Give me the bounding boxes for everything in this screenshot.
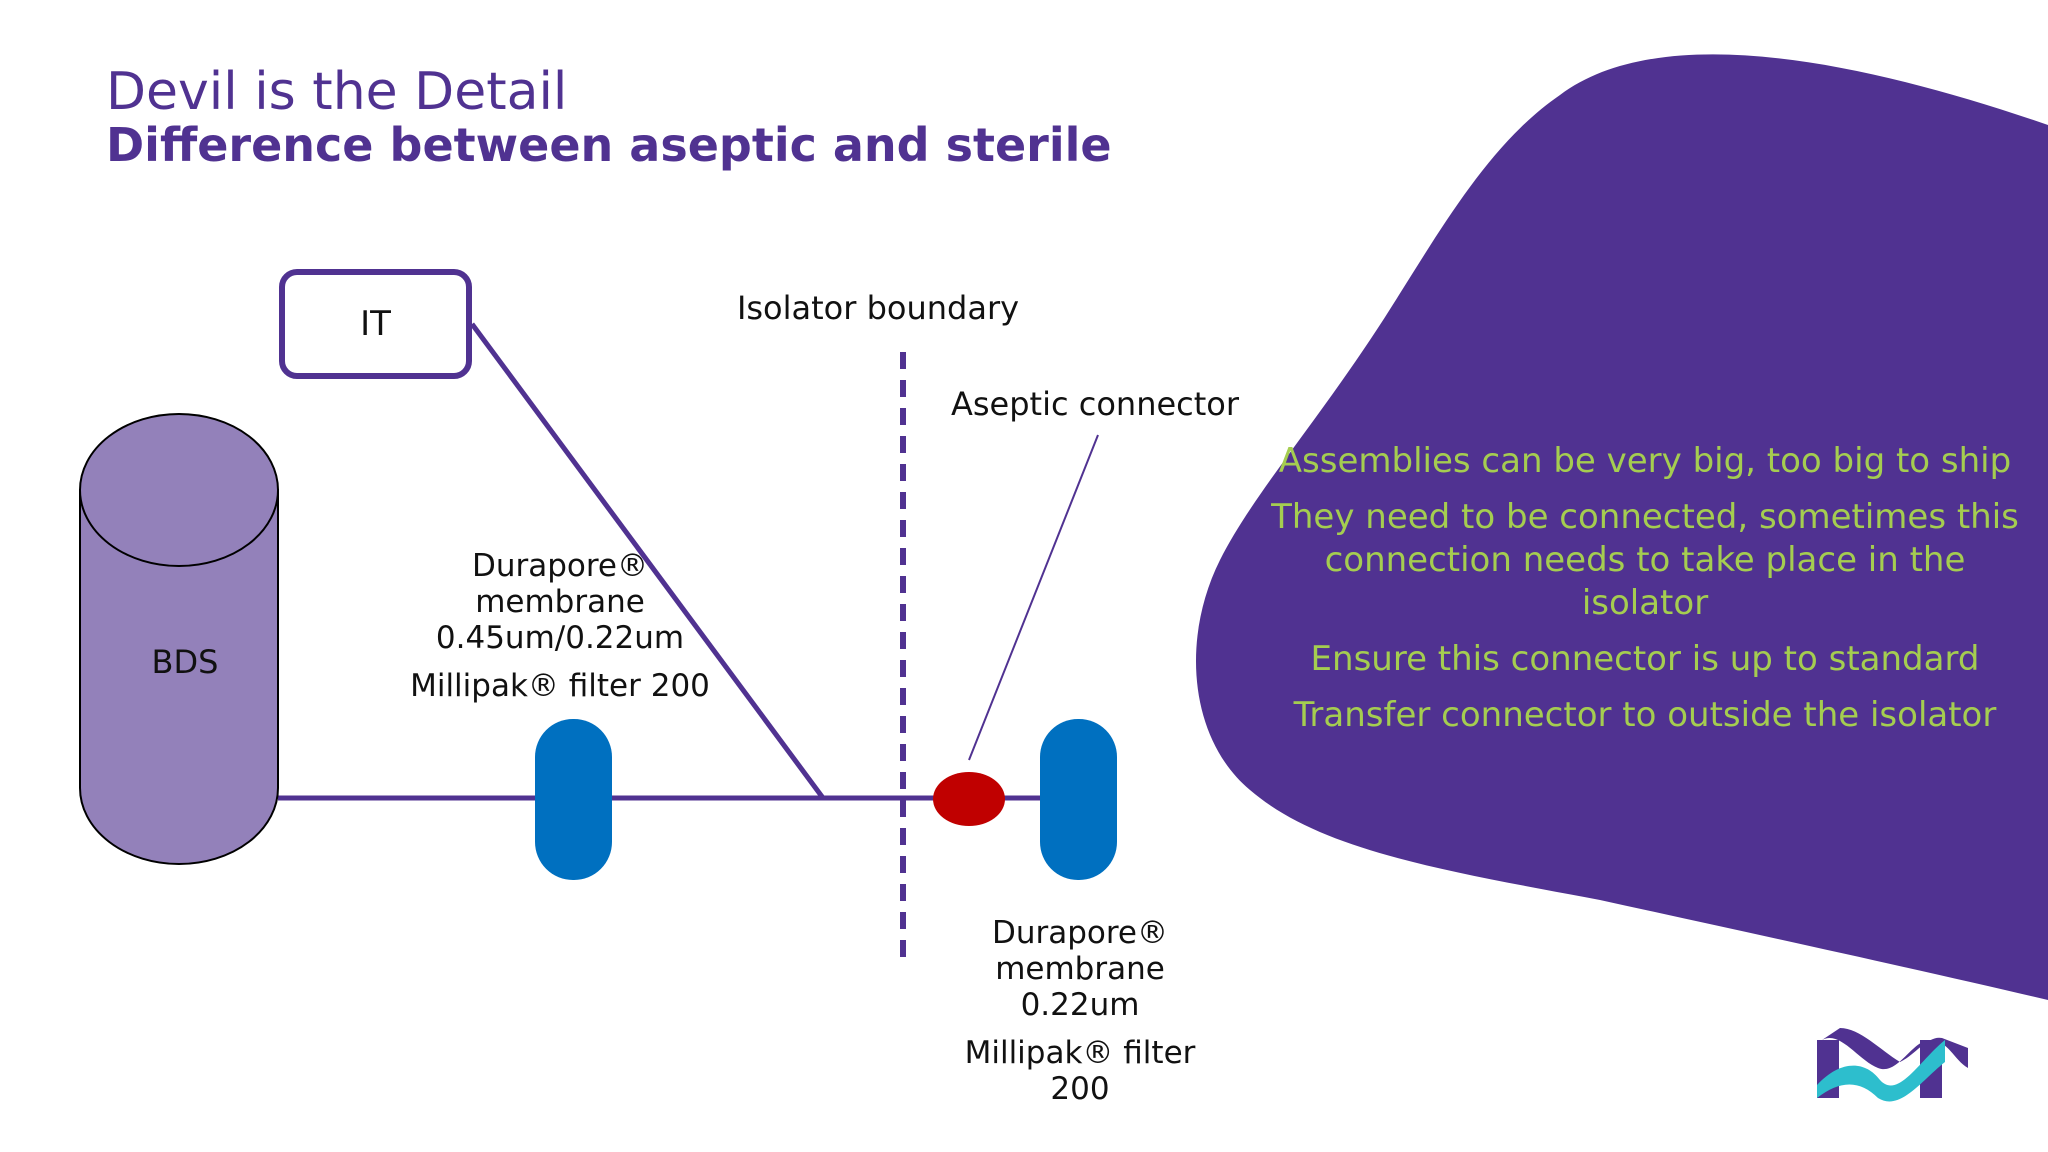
aseptic-connector-label: Aseptic connector [950,385,1240,423]
filter-right-membrane-line1: Durapore® [991,915,1169,951]
filter-left-membrane-line1: Durapore® [471,548,649,584]
bullet-item: They need to be connected, sometimes thi… [1271,497,2019,623]
filter-left-membrane-line3: 0.45um/0.22um [435,620,685,656]
it-label: IT [360,304,391,344]
filter-left-product-label: Millipak® filter 200 [410,668,710,704]
bullet-list: Assemblies can be very big, too big to s… [1270,440,2020,750]
connector-pointer-line [968,434,1099,761]
aseptic-connector-shape [933,772,1005,826]
bds-tank [79,413,279,865]
filter-left-shape [535,719,612,880]
filter-left-membrane-line2: membrane [475,584,645,620]
purple-blob-shape [1196,54,2048,1000]
filter-right-membrane-label: Durapore® membrane 0.22um [930,915,1230,1023]
filter-right-product-line1: Millipak® filter [964,1035,1196,1071]
filter-right-membrane-line3: 0.22um [1020,987,1140,1023]
filter-left-membrane-label: Durapore® membrane 0.45um/0.22um [410,548,710,656]
filter-right-product-line2: 200 [1050,1071,1110,1107]
bullet-item: Assemblies can be very big, too big to s… [1278,441,2012,481]
filter-right-product-label: Millipak® filter 200 [930,1035,1230,1107]
it-box: IT [279,269,472,379]
bullet-item: Transfer connector to outside the isolat… [1293,695,1997,735]
slide-subtitle: Difference between aseptic and sterile [106,118,1112,172]
bullet-item: Ensure this connector is up to standard [1310,639,1980,679]
it-connection-line [469,322,826,800]
isolator-boundary-label: Isolator boundary [736,289,1020,327]
filter-right-shape [1040,719,1117,880]
bds-label: BDS [151,643,219,681]
brand-logo-icon [1817,1028,1968,1102]
filter-right-membrane-line2: membrane [995,951,1165,987]
slide-title: Devil is the Detail [106,62,568,122]
